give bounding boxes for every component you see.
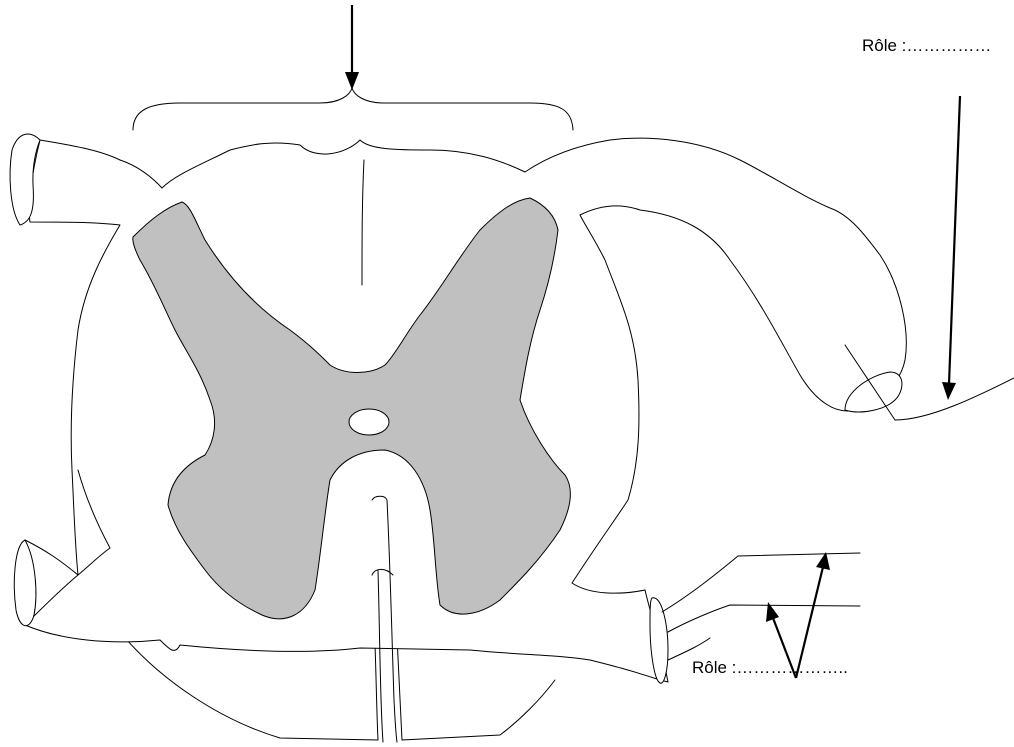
top-role-arrow-head xyxy=(942,382,956,400)
top-role-arrow-line xyxy=(949,96,960,384)
bottom-role-arrow-head-1 xyxy=(816,552,830,570)
central-canal xyxy=(349,409,389,435)
top-role-label: Rôle :…………… xyxy=(862,36,991,56)
brace-arrow-head xyxy=(345,72,359,90)
right-ventral-nerve-branches xyxy=(662,553,860,660)
dorsal-brace xyxy=(133,88,573,130)
bottom-role-label: Rôle :……………….. xyxy=(692,658,848,678)
left-ventral-root xyxy=(14,540,36,626)
